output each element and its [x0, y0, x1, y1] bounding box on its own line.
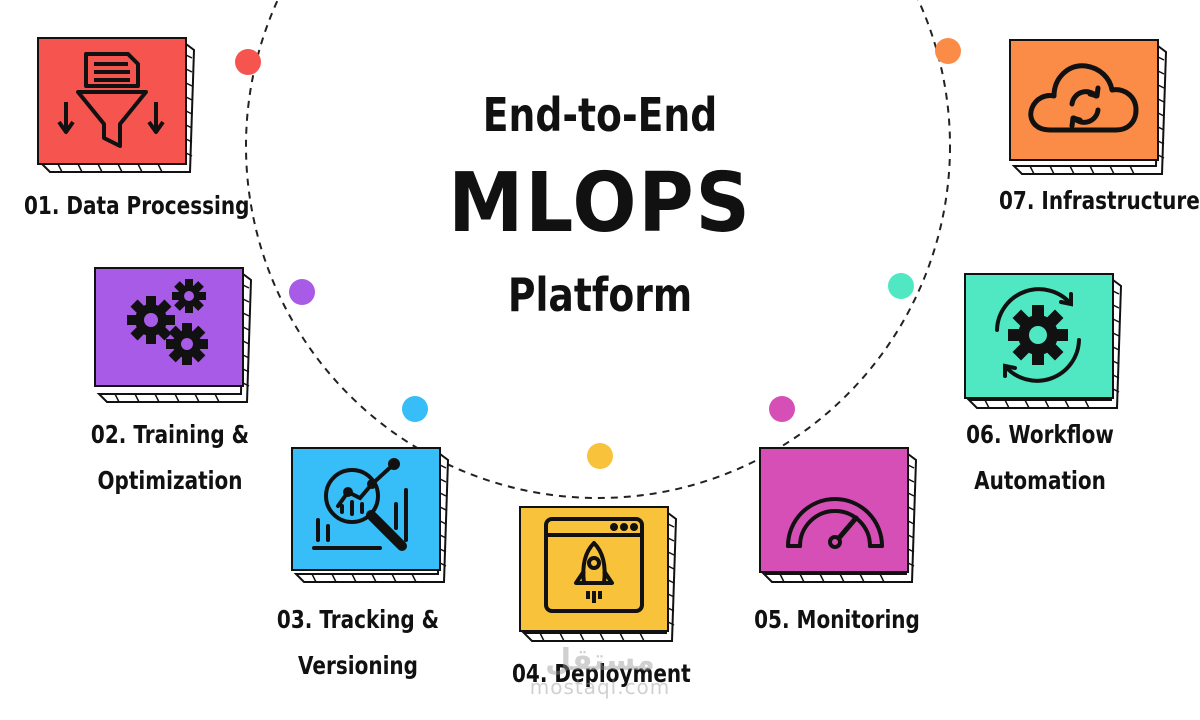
cloud-sync-icon	[1028, 63, 1139, 133]
step-7-title: Infrastructure	[1041, 186, 1200, 215]
step-5-number: 05.	[754, 605, 790, 634]
step-4-card	[519, 506, 684, 643]
step-6-number: 06.	[966, 420, 1002, 449]
step-2-title-line2: Optimization	[97, 466, 243, 495]
gears-icon	[127, 279, 208, 365]
title-main: MLOPS	[448, 156, 752, 251]
rocket-browser-icon	[544, 517, 644, 613]
watermark: مستقل mostaql.com	[500, 643, 700, 699]
step-5-label: 05. Monitoring	[749, 597, 925, 643]
step-5-dot	[769, 396, 795, 422]
step-4-number: 04.	[512, 659, 548, 688]
step-7-dot	[935, 38, 961, 64]
gear-cycle-icon	[995, 287, 1081, 383]
step-2-label: 02. Training & Optimization	[82, 412, 258, 504]
step-4-dot	[587, 443, 613, 469]
step-3-number: 03.	[276, 605, 313, 634]
step-6-label: 06. Workflow Automation	[952, 412, 1128, 504]
step-6-title-line2: Automation	[974, 466, 1106, 495]
step-7-label: 07. Infrastructure	[999, 178, 1200, 224]
step-1-label: 01. Data Processing	[24, 183, 249, 229]
watermark-site: mostaql.com	[529, 675, 671, 699]
step-2-number: 02.	[90, 420, 127, 449]
step-4-title: Deployment	[554, 659, 691, 688]
step-1-dot	[235, 49, 261, 75]
step-6-title: Workflow	[1008, 420, 1114, 449]
step-2-card	[94, 267, 259, 404]
step-7-number: 07.	[999, 186, 1035, 215]
magnifier-chart-icon	[312, 458, 408, 551]
step-3-title-line2: Versioning	[298, 651, 418, 680]
step-2-dot	[289, 279, 315, 305]
step-2-title: Training &	[133, 420, 250, 449]
title-line-3: Platform	[507, 268, 693, 322]
step-3-card	[291, 447, 456, 584]
filter-funnel-icon	[57, 52, 165, 148]
watermark-arabic: مستقل	[545, 643, 655, 678]
step-1-title: Data Processing	[66, 191, 250, 220]
gauge-icon	[786, 497, 884, 549]
step-3-label: 03. Tracking & Versioning	[270, 597, 446, 689]
step-7-card	[1009, 39, 1174, 176]
step-5-title: Monitoring	[796, 605, 920, 634]
step-5-card	[759, 447, 924, 584]
step-1-card	[37, 37, 202, 174]
step-3-dot	[402, 396, 428, 422]
step-1-number: 01.	[24, 191, 60, 220]
step-4-label: 04. Deployment	[512, 651, 691, 697]
step-6-card	[964, 273, 1129, 410]
title-line-1: End-to-End	[482, 88, 718, 142]
step-6-dot	[888, 273, 914, 299]
step-3-title: Tracking &	[319, 605, 440, 634]
